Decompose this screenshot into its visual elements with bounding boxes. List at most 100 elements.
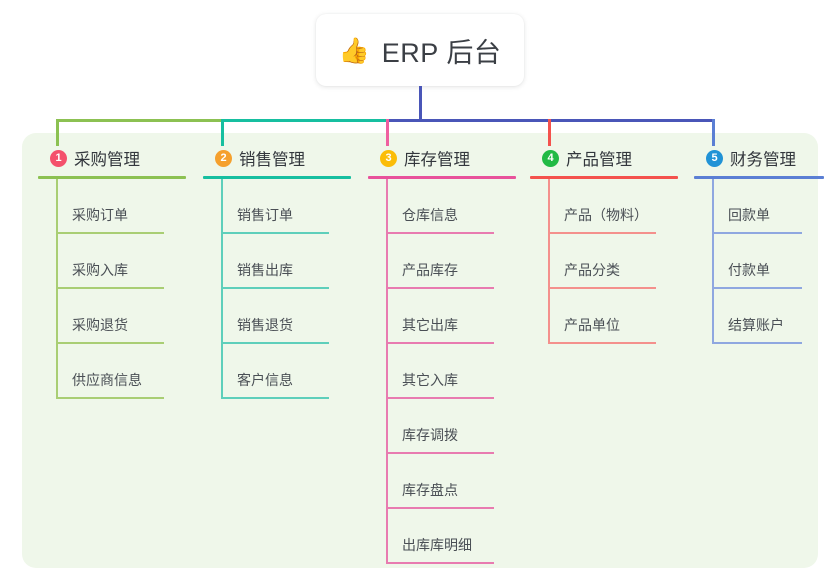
branch-item[interactable]: 出库库明细 <box>368 509 516 564</box>
branch-item[interactable]: 采购入库 <box>38 234 186 289</box>
branch-number-badge: 3 <box>380 149 397 167</box>
branch-item[interactable]: 其它出库 <box>368 289 516 344</box>
bus-segment-2 <box>221 119 386 122</box>
branch-spine <box>712 179 714 344</box>
branch-item-rule <box>56 232 164 234</box>
branch-item-label: 销售退货 <box>237 317 293 333</box>
root-node-title: ERP 后台 <box>381 37 502 68</box>
branch-item-label: 供应商信息 <box>72 372 142 388</box>
branch-item[interactable]: 供应商信息 <box>38 344 186 399</box>
branch-item-rule <box>386 232 494 234</box>
branch-header-rule <box>530 176 678 179</box>
branch-header-rule <box>38 176 186 179</box>
branch-item-label: 产品分类 <box>564 262 620 278</box>
branch-column-1: 1 采购管理采购订单采购入库采购退货供应商信息 <box>38 146 186 399</box>
branch-item-label: 采购订单 <box>72 207 128 223</box>
branch-column-3: 3 库存管理仓库信息产品库存其它出库其它入库库存调拨库存盘点出库库明细 <box>368 146 516 564</box>
branch-spine <box>386 179 388 564</box>
branch-item[interactable]: 产品库存 <box>368 234 516 289</box>
root-node-card[interactable]: 👍 ERP 后台 <box>316 14 524 86</box>
branch-item-rule <box>386 342 494 344</box>
branch-items-3: 仓库信息产品库存其它出库其它入库库存调拨库存盘点出库库明细 <box>368 179 516 564</box>
branch-spine <box>221 179 223 399</box>
branch-header-5[interactable]: 5 财务管理 <box>694 146 824 170</box>
branch-item[interactable]: 库存盘点 <box>368 454 516 509</box>
branch-items-2: 销售订单销售出库销售退货客户信息 <box>203 179 351 399</box>
branch-item-rule <box>712 342 802 344</box>
branch-item-rule <box>712 287 802 289</box>
branch-item[interactable]: 产品单位 <box>530 289 678 344</box>
branch-item[interactable]: 回款单 <box>694 179 824 234</box>
branch-item-rule <box>386 287 494 289</box>
branch-header-3[interactable]: 3 库存管理 <box>368 146 516 170</box>
branch-drop-connector-3 <box>386 119 389 146</box>
branch-spine <box>548 179 550 344</box>
branches-panel <box>22 133 818 568</box>
branch-number-badge: 1 <box>50 149 67 167</box>
branch-item-rule <box>386 452 494 454</box>
branch-title: 库存管理 <box>404 151 470 169</box>
branch-item[interactable]: 产品（物料） <box>530 179 678 234</box>
branch-item[interactable]: 采购退货 <box>38 289 186 344</box>
branch-item-rule <box>56 287 164 289</box>
branch-title: 销售管理 <box>239 151 305 169</box>
branch-item-rule <box>548 232 656 234</box>
branch-item-label: 库存调拨 <box>402 427 458 443</box>
branch-item[interactable]: 产品分类 <box>530 234 678 289</box>
branch-item-label: 销售出库 <box>237 262 293 278</box>
branch-title: 采购管理 <box>74 151 140 169</box>
branch-item[interactable]: 付款单 <box>694 234 824 289</box>
branch-item-rule <box>386 507 494 509</box>
thumbs-up-icon: 👍 <box>338 35 370 65</box>
branch-item[interactable]: 结算账户 <box>694 289 824 344</box>
branch-item-label: 其它入库 <box>402 372 458 388</box>
branch-item-rule <box>221 342 329 344</box>
branch-title: 产品管理 <box>566 151 632 169</box>
branch-item[interactable]: 销售退货 <box>203 289 351 344</box>
branch-item-label: 采购退货 <box>72 317 128 333</box>
branch-item-label: 产品库存 <box>402 262 458 278</box>
branch-item-label: 结算账户 <box>728 317 784 333</box>
branch-item-rule <box>386 562 494 564</box>
branch-item-rule <box>386 397 494 399</box>
branch-item-rule <box>548 287 656 289</box>
branch-item-label: 其它出库 <box>402 317 458 333</box>
branch-item-label: 产品（物料） <box>564 207 648 223</box>
branch-item[interactable]: 客户信息 <box>203 344 351 399</box>
bus-segment-1 <box>56 119 221 122</box>
branch-item-rule <box>221 287 329 289</box>
branch-items-5: 回款单付款单结算账户 <box>694 179 824 344</box>
branch-drop-connector-4 <box>548 119 551 146</box>
branch-items-1: 采购订单采购入库采购退货供应商信息 <box>38 179 186 399</box>
branch-column-5: 5 财务管理回款单付款单结算账户 <box>694 146 824 344</box>
branch-item[interactable]: 销售出库 <box>203 234 351 289</box>
branch-item[interactable]: 其它入库 <box>368 344 516 399</box>
branch-header-rule <box>368 176 516 179</box>
branch-item-rule <box>221 397 329 399</box>
root-stem-connector <box>419 86 422 122</box>
branch-item-label: 付款单 <box>728 262 770 278</box>
branch-item[interactable]: 采购订单 <box>38 179 186 234</box>
branch-number-badge: 5 <box>706 149 723 167</box>
branch-item[interactable]: 销售订单 <box>203 179 351 234</box>
branch-item-rule <box>221 232 329 234</box>
branch-item-rule <box>56 342 164 344</box>
branch-item-label: 仓库信息 <box>402 207 458 223</box>
branch-items-4: 产品（物料） 产品分类产品单位 <box>530 179 678 344</box>
branch-item[interactable]: 库存调拨 <box>368 399 516 454</box>
branch-spine <box>56 179 58 399</box>
branch-item[interactable]: 仓库信息 <box>368 179 516 234</box>
branch-header-1[interactable]: 1 采购管理 <box>38 146 186 170</box>
branch-title: 财务管理 <box>730 151 796 169</box>
branch-header-rule <box>203 176 351 179</box>
branch-item-label: 回款单 <box>728 207 770 223</box>
branch-drop-connector-1 <box>56 119 59 146</box>
branch-item-rule <box>712 232 802 234</box>
branch-item-label: 销售订单 <box>237 207 293 223</box>
branch-item-label: 库存盘点 <box>402 482 458 498</box>
